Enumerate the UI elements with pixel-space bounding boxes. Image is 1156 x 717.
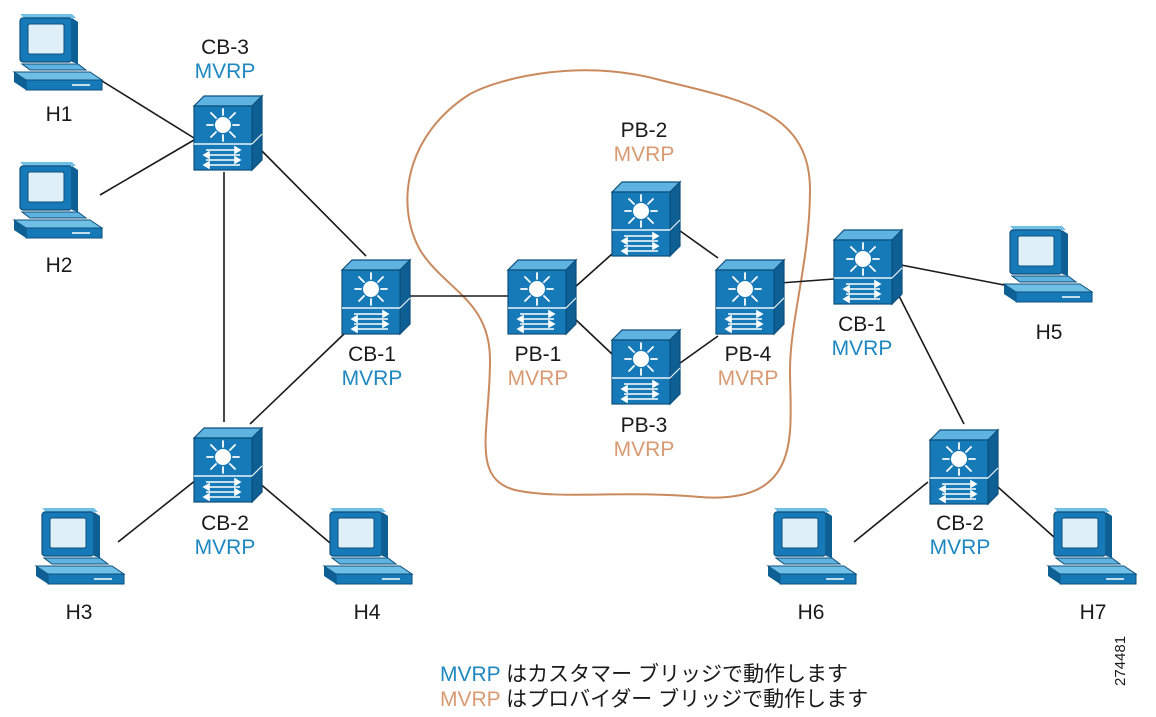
cb1-left-label: CB-1 MVRP <box>312 343 432 391</box>
legend-customer-text: はカスタマー ブリッジで動作します <box>506 663 848 686</box>
legend-provider-text: はプロバイダー ブリッジで動作します <box>506 688 869 711</box>
pb3-name: PB-3 <box>620 414 668 437</box>
host-h3-label: H3 <box>65 601 93 624</box>
switch-cb2-left-icon <box>193 427 263 503</box>
cb2-left-name: CB-2 <box>201 512 249 535</box>
pb4-name: PB-4 <box>724 343 772 366</box>
link-cb2-h7 <box>989 479 1065 547</box>
link-h1-cb3 <box>101 80 195 139</box>
host-h2-label: H2 <box>45 254 73 277</box>
cb2-right-label: CB-2 MVRP <box>900 512 1020 560</box>
host-h7-icon <box>1047 507 1137 585</box>
link-pb4-cb1 <box>779 278 835 284</box>
pb2-protocol: MVRP <box>613 143 675 166</box>
cb1-left-protocol: MVRP <box>341 367 403 390</box>
host-h4-icon <box>323 507 413 585</box>
link-pb1-pb2 <box>573 253 613 289</box>
cb2-left-label: CB-2 MVRP <box>165 512 285 560</box>
switch-pb2-icon <box>611 181 681 257</box>
legend-customer-protocol: MVRP <box>440 663 501 686</box>
pb3-label: PB-3 MVRP <box>584 414 704 462</box>
link-pb3-pb4 <box>675 335 719 367</box>
host-h6-label: H6 <box>797 601 825 624</box>
host-h4-label: H4 <box>353 601 381 624</box>
cb3-protocol: MVRP <box>194 60 256 83</box>
link-cb1-h5 <box>895 263 1005 286</box>
links <box>99 80 1065 549</box>
figure-id: 274481 <box>1112 635 1129 686</box>
cb3-name: CB-3 <box>201 36 249 59</box>
pb4-protocol: MVRP <box>717 367 779 390</box>
switch-pb1-icon <box>507 259 577 335</box>
switch-pb3-icon <box>611 329 681 405</box>
link-h3-cb2 <box>117 479 197 543</box>
pb1-name: PB-1 <box>514 343 562 366</box>
pb4-label: PB-4 MVRP <box>688 343 808 391</box>
switch-cb3-icon <box>193 95 263 171</box>
cb1-right-name: CB-1 <box>838 313 886 336</box>
cb1-right-protocol: MVRP <box>831 337 893 360</box>
switch-cb2-right-icon <box>929 429 999 505</box>
pb3-protocol: MVRP <box>613 438 675 461</box>
cb3-label: CB-3 MVRP <box>165 36 285 84</box>
host-h6-icon <box>767 507 857 585</box>
host-h7-label: H7 <box>1079 601 1107 624</box>
cb2-left-protocol: MVRP <box>194 536 256 559</box>
host-h2-icon <box>13 161 103 239</box>
host-h3-icon <box>35 507 125 585</box>
provider-network-outline <box>406 69 812 499</box>
host-h5-icon <box>1003 225 1093 303</box>
pb2-label: PB-2 MVRP <box>584 119 704 167</box>
link-cb3-cb1 <box>255 144 367 257</box>
cb2-right-protocol: MVRP <box>929 536 991 559</box>
link-h6-cb2 <box>853 481 929 543</box>
cb1-left-name: CB-1 <box>348 343 396 366</box>
pb1-protocol: MVRP <box>507 367 569 390</box>
pb1-label: PB-1 MVRP <box>478 343 598 391</box>
cb1-right-label: CB-1 MVRP <box>802 313 922 361</box>
host-h1-icon <box>13 13 103 91</box>
legend-provider: MVRP はプロバイダー ブリッジで動作します <box>440 688 868 712</box>
pb2-name: PB-2 <box>620 119 668 142</box>
legend-customer: MVRP はカスタマー ブリッジで動作します <box>440 663 848 687</box>
link-pb1-pb3 <box>573 317 613 355</box>
switch-cb1-right-icon <box>833 229 903 305</box>
link-cb1-cb2 <box>895 289 965 425</box>
host-h5-label: H5 <box>1035 321 1063 344</box>
legend-provider-protocol: MVRP <box>440 688 501 711</box>
switch-cb1-left-icon <box>341 259 411 335</box>
host-h1-label: H1 <box>45 103 73 126</box>
cb2-right-name: CB-2 <box>936 512 984 535</box>
link-pb2-pb4 <box>675 227 719 259</box>
link-cb2-cb1 <box>249 333 345 425</box>
link-cb2-h4 <box>257 481 337 549</box>
link-h2-cb3 <box>99 139 195 196</box>
switch-pb4-icon <box>715 259 785 335</box>
